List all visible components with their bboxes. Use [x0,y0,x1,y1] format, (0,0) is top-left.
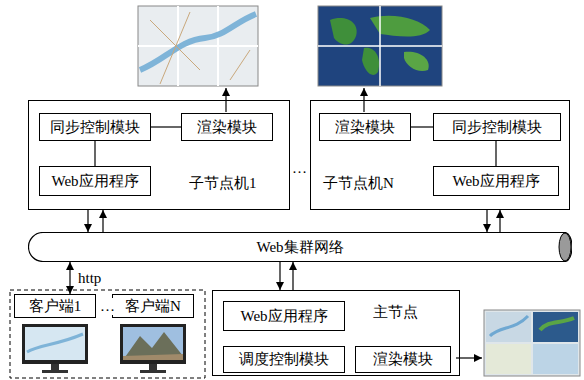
pipe-end [559,233,571,261]
flow-arrow [279,262,280,290]
module-box: 同步控制模块 [433,113,561,141]
module-box: 渲染模块 [355,346,451,373]
module-box: 同步控制模块 [39,113,151,141]
flow-arrow [87,210,88,232]
module-box: 渲染模块 [181,113,273,141]
module-box: Web应用程序 [433,166,559,196]
flow-arrow [102,210,103,232]
node-label: 调度控制模块 [239,350,329,369]
link-line [94,141,95,166]
client-box: 客户端1 [14,294,96,318]
node-label: 渲染模块 [335,118,395,137]
screenshot-map-main [484,310,580,376]
monitor-icon [120,324,186,373]
network-pipe: Web集群网络 [28,232,572,262]
client-box: 客户端N [112,294,194,318]
node-heading: 子节点机1 [189,174,257,193]
node-label: Web应用程序 [240,307,327,326]
link-line [411,126,433,127]
node-label: Web应用程序 [452,172,539,191]
module-box: Web应用程序 [39,166,151,196]
ellipsis-label: … [291,160,308,177]
node-label: 客户端N [125,297,181,316]
edge-label: http [77,270,102,287]
flow-arrow [499,210,500,232]
node-label: 同步控制模块 [452,118,542,137]
master-node-box: 主节点 Web应用程序调度控制模块 渲染模块 [212,290,460,376]
flow-arrow [69,262,70,294]
node-label: 渲染模块 [373,350,433,369]
module-box: 渲染模块 [319,113,411,141]
node-label: 同步控制模块 [50,118,140,137]
pipe-body [29,233,573,262]
module-box: 调度控制模块 [223,346,345,373]
node-label: 渲染模块 [197,118,257,137]
link-line [495,141,496,166]
node-label: Web应用程序 [51,172,138,191]
flow-arrow [292,262,293,290]
screenshot-map-right [318,6,442,86]
node-heading: 子节点机N [323,174,394,193]
module-box: Web应用程序 [223,301,345,331]
screenshot-map-left [138,6,258,86]
flow-arrow [486,210,487,232]
ellipsis-label: … [99,298,116,315]
client-group-outline [10,290,205,378]
monitor-icon [22,324,88,373]
node-label: 客户端1 [29,297,82,316]
node-machine-box: 子节点机N 渲染模块 同步控制模块 Web应用程序 [310,100,570,210]
node-machine-box: 子节点机1 同步控制模块 渲染模块 Web应用程序 [28,100,290,210]
node-label: Web集群网络 [256,238,343,257]
node-heading: 主节点 [373,303,418,322]
link-line [151,126,181,127]
